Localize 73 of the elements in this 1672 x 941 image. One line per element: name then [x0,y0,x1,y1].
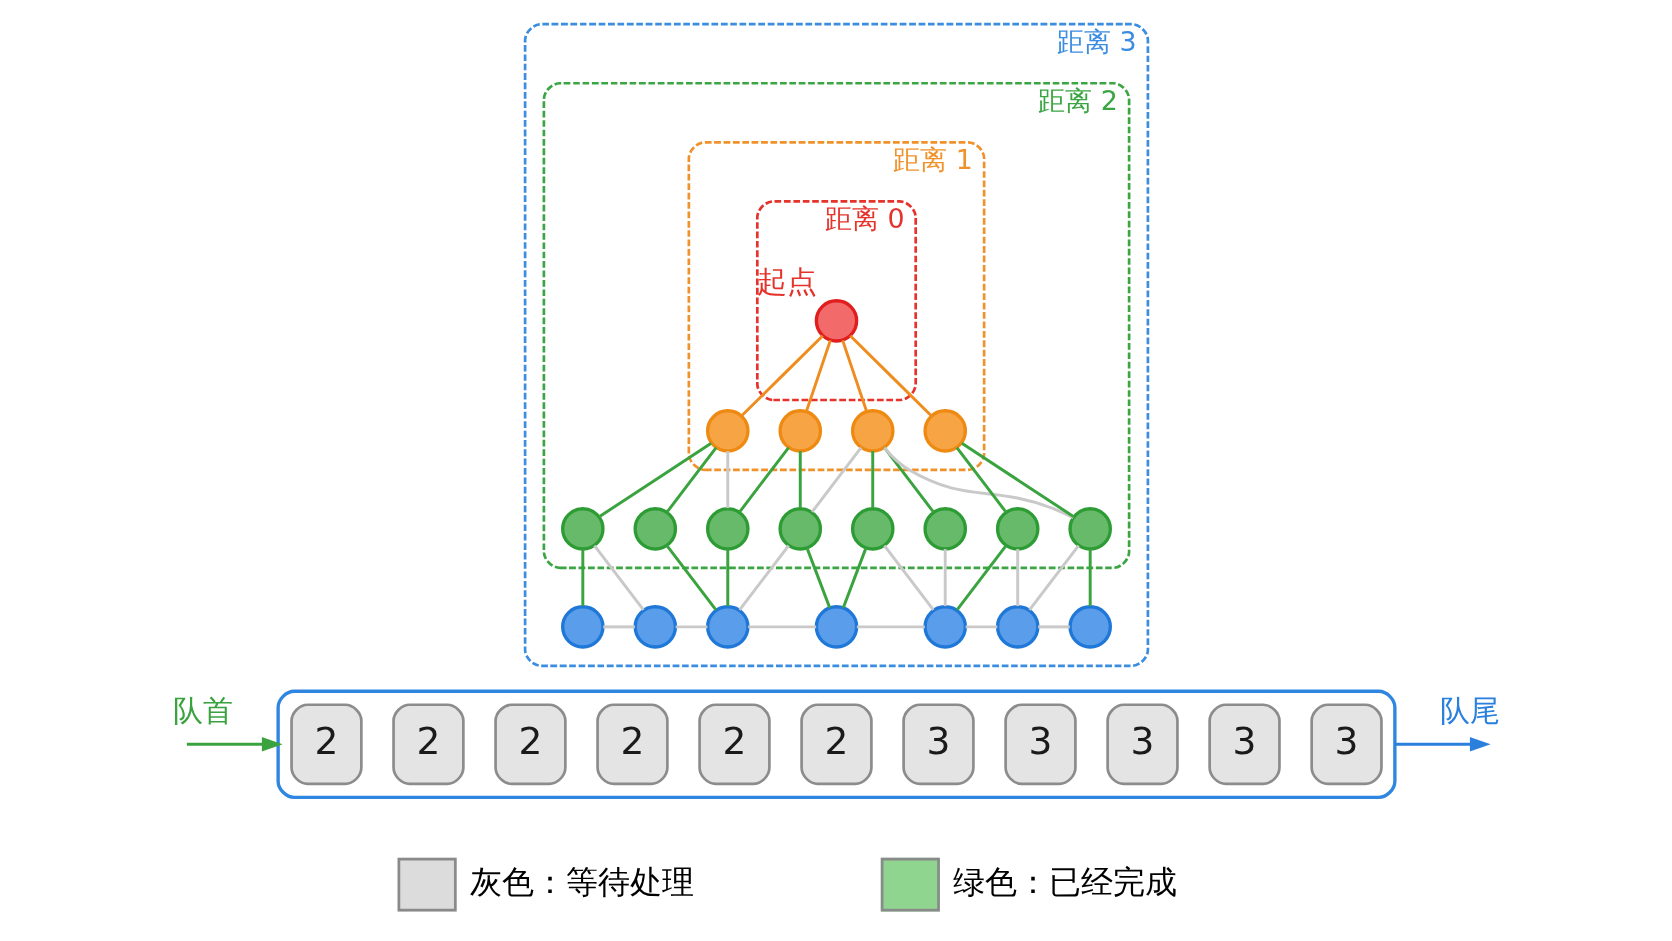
connector [597,441,712,518]
cluster [275,689,1397,799]
connector [882,446,1074,520]
connector [675,625,707,629]
connector [798,451,802,509]
node-box: 3 [1003,703,1077,786]
node-box: 2 [493,703,567,786]
connector [840,339,868,413]
connector [665,544,717,611]
connector [747,625,816,629]
connector [804,339,832,413]
connector [737,446,790,513]
connector [810,446,862,513]
connector [955,446,1007,513]
node-circle [560,605,605,649]
connector [602,625,635,629]
node-circle [995,605,1039,649]
node-box: 3 [1207,703,1281,786]
connector [882,446,935,513]
connector [955,544,1007,611]
connector [1037,625,1070,629]
node-circle [850,409,895,453]
connector [965,625,997,629]
connector [870,451,874,509]
node-circle [922,507,967,551]
node-box: 2 [697,703,771,786]
node-circle [995,507,1039,551]
legend-label: 灰色：等待处理 [469,862,694,901]
node-box: 3 [901,703,975,786]
node-label: 起点 [756,265,817,300]
connector [1027,544,1080,611]
connector [725,549,729,607]
node-box: 3 [1105,703,1179,786]
node-box: 3 [1309,703,1383,786]
connector [943,549,947,607]
edge-label: 队尾 [1439,694,1500,729]
node-circle [633,605,677,649]
connector [665,446,717,513]
node-circle [814,299,858,343]
connector [592,544,645,611]
node-circle [850,507,895,551]
connector [725,451,729,509]
node-circle [814,605,858,649]
node-circle [922,605,967,649]
connector [841,547,867,609]
node-circle [633,507,677,551]
connector [1088,549,1092,607]
arrow [1394,737,1491,752]
connector [580,549,584,607]
node-box: 2 [289,703,363,786]
node-circle [777,409,822,453]
node-circle [1067,605,1112,649]
connector [882,544,935,611]
connector [856,625,925,629]
connector [848,334,933,418]
node-box: 2 [595,703,669,786]
connector [739,334,824,418]
node-circle [705,605,750,649]
legend-label: 绿色：已经完成 [952,862,1177,901]
node-circle [705,409,750,453]
node-circle [705,507,750,551]
node-box: 2 [799,703,873,786]
connector [960,441,1075,518]
connector [805,547,831,609]
node-circle [1067,507,1112,551]
node-circle [560,507,605,551]
arrow [186,737,283,752]
connector [1015,549,1019,607]
node-circle [777,507,822,551]
node-circle [922,409,967,453]
edge-label: 队首 [172,694,233,729]
connector [737,544,790,611]
node-box: 2 [391,703,465,786]
